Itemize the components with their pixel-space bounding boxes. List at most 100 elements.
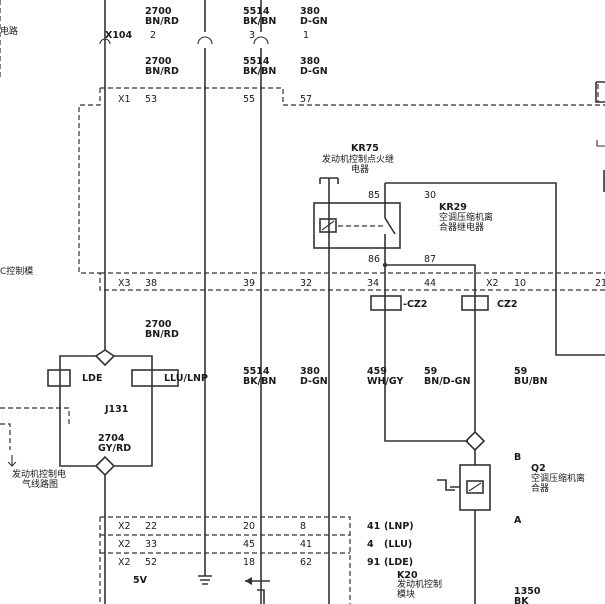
- x1-label: X1: [118, 94, 131, 105]
- j131-outline: [59, 355, 153, 467]
- x104-crossover-105: [99, 38, 111, 45]
- x3-pin-44: 44: [424, 278, 436, 289]
- wire-a-color: BN/RD: [145, 16, 179, 27]
- x1-pin-55: 55: [243, 94, 255, 105]
- kr75-pin-86: 86: [368, 254, 380, 265]
- x3-pin-39: 39: [243, 278, 255, 289]
- kr29-pin-30: 30: [424, 190, 436, 201]
- x2-top-pin-21: 21: [595, 278, 605, 289]
- x104-label: X104: [105, 30, 133, 41]
- cz2-left-box: [370, 295, 402, 311]
- mid-wire-a-code: 2700: [145, 319, 172, 330]
- x2-row-2-p2: 45: [243, 539, 255, 550]
- wire-c-color: D-GN: [300, 16, 328, 27]
- left-ref-arrow: [7, 455, 17, 467]
- x104-pin-1: 1: [303, 30, 309, 41]
- cz2-right-label: CZ2: [497, 299, 517, 310]
- x2-row-1-conn: X2: [118, 521, 131, 532]
- x2-row-1: X2 22 20 8 41 (LNP): [118, 521, 414, 532]
- q2-ref: Q2: [531, 463, 546, 474]
- five-volt-label: 5V: [133, 575, 148, 586]
- right-tick: [596, 140, 605, 147]
- j131-box-left: [0, 407, 70, 450]
- x2-row-2-sigpin: 4: [367, 539, 374, 550]
- bottom-stub: [257, 589, 265, 604]
- x104-crossover-205: [197, 36, 213, 45]
- j131-bottom-diamond: [94, 455, 116, 477]
- x3-label: X3: [118, 278, 131, 289]
- x3-pin-38: 38: [145, 278, 157, 289]
- x2-row-1-sig: (LNP): [384, 521, 414, 532]
- q2-pin-b: B: [514, 452, 521, 463]
- x2-row-2-p3: 41: [300, 539, 312, 550]
- x2-row-3-sigpin: 91: [367, 557, 380, 568]
- mid-wire-e-code: 59: [424, 366, 437, 377]
- x2-top-pin-10: 10: [514, 278, 526, 289]
- kr75-coil-slash: [321, 220, 335, 231]
- wire-459: [384, 310, 468, 442]
- mid-wire-a-color: BN/RD: [145, 329, 179, 340]
- x2-rows-box: [99, 516, 351, 604]
- right-bracket: [595, 81, 605, 103]
- left-ref-line1: 发动机控制电: [12, 468, 66, 480]
- k20-ref: K20: [397, 570, 418, 581]
- bottom-wire-color: BK: [514, 596, 529, 604]
- x2-row-1-p3: 8: [300, 521, 306, 532]
- kr75-relay-box: [313, 202, 401, 249]
- j131-ref: J131: [104, 404, 128, 415]
- x2-row-1-sigpin: 41: [367, 521, 380, 532]
- mid-wire-e-color: BN/D-GN: [424, 376, 470, 387]
- kr75-ref: KR75: [351, 143, 379, 154]
- q2-coil-slash: [468, 482, 482, 492]
- kr29-ref: KR29: [439, 202, 467, 213]
- x2-row-1-p1: 22: [145, 521, 157, 532]
- x1-pin-57: 57: [300, 94, 312, 105]
- wire-b-code: 5514: [243, 6, 270, 17]
- mid-wire-d-color: WH/GY: [367, 376, 403, 387]
- q2-diamond: [464, 430, 486, 452]
- q2-desc-2: 合器: [531, 482, 549, 494]
- kr75-top-cap: [319, 177, 339, 184]
- wire-b-color: BK/BN: [243, 16, 276, 27]
- mid-wire-f-color: BU/BN: [514, 376, 548, 387]
- x2-row-1-p2: 20: [243, 521, 255, 532]
- splice-wire-color: GY/RD: [98, 443, 131, 454]
- kr75-desc-2: 电器: [351, 163, 369, 175]
- kr29-pin-87: 87: [424, 254, 436, 265]
- kr75-pin-85: 85: [368, 190, 380, 201]
- q2-coil: [466, 480, 484, 494]
- x2-row-3: X2 52 18 62 91 (LDE): [118, 557, 413, 568]
- kr29-desc-1: 空调压缩机离: [439, 211, 493, 223]
- mid-wire-d-code: 459: [367, 366, 387, 377]
- x2-row-3-p2: 18: [243, 557, 255, 568]
- x2-row-2-p1: 33: [145, 539, 157, 550]
- x2-row-2-conn: X2: [118, 539, 131, 550]
- x2-top-label: X2: [486, 278, 499, 289]
- splice-wire-code: 2704: [98, 433, 125, 444]
- x2-row-3-p1: 52: [145, 557, 157, 568]
- kr29-feed: [385, 182, 605, 356]
- mid-wire-b-color: BK/BN: [243, 376, 276, 387]
- x2-row-3-conn: X2: [118, 557, 131, 568]
- x3-pin-34: 34: [367, 278, 379, 289]
- kr29-desc-2: 合器继电器: [439, 221, 484, 233]
- mid-wire-f-code: 59: [514, 366, 527, 377]
- ground-symbol: [198, 575, 212, 585]
- wire-b2-color: BK/BN: [243, 66, 276, 77]
- x2-row-2-sig: (LLU): [384, 539, 412, 550]
- wire-a-code: 2700: [145, 6, 172, 17]
- q2-desc-1: 空调压缩机离: [531, 472, 585, 484]
- left-fragment-text: 电路: [0, 25, 18, 37]
- x2-row-3-sig: (LDE): [384, 557, 413, 568]
- x104-pin-2: 2: [150, 30, 156, 41]
- llu-lnp-box: [131, 369, 179, 387]
- k20-desc-1: 发动机控制: [397, 578, 442, 590]
- x2-row-3-p3: 62: [300, 557, 312, 568]
- arrow-head: [245, 577, 252, 585]
- cz2-left-label: -CZ2: [403, 299, 427, 310]
- wire-a2-color: BN/RD: [145, 66, 179, 77]
- wire-b2-code: 5514: [243, 56, 270, 67]
- kr75-coil: [319, 218, 337, 233]
